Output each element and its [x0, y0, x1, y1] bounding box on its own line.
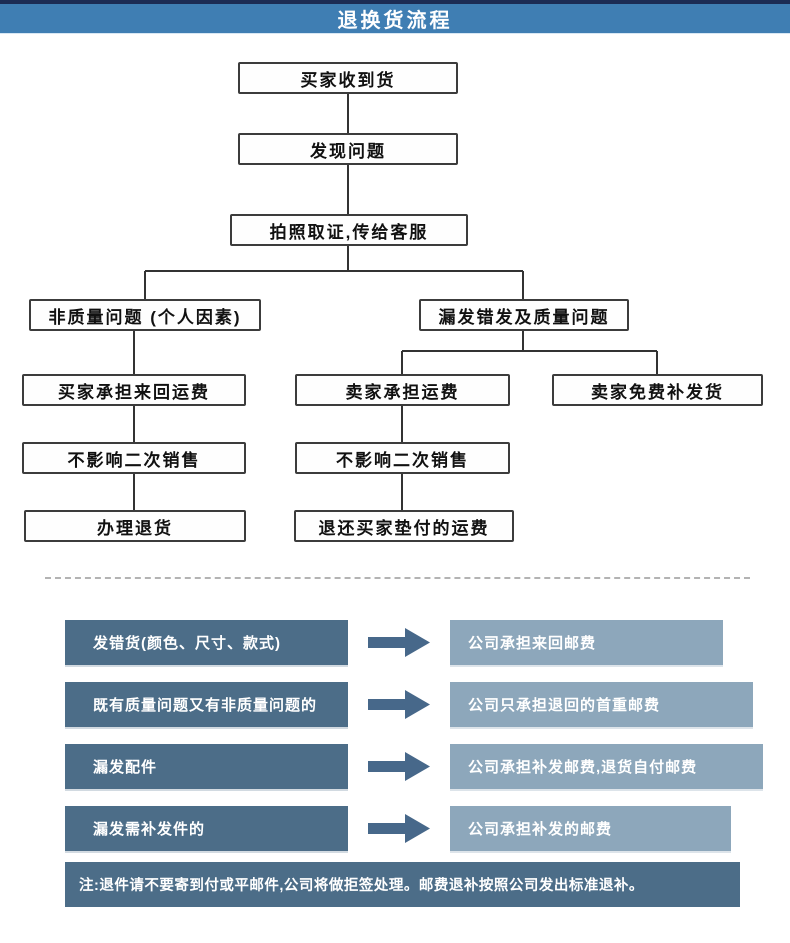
policy-condition: 既有质量问题又有非质量问题的: [65, 682, 348, 727]
flow-node-free-reshipment: 卖家免费补发货: [552, 374, 763, 406]
arrow-right-icon: [368, 628, 430, 657]
flow-node-no-resale-impact-right: 不影响二次销售: [295, 442, 510, 474]
flow-node-process-return: 办理退货: [24, 510, 246, 542]
page-title: 退换货流程: [337, 10, 453, 32]
arrow-right-icon: [368, 752, 430, 781]
page-header: 退换货流程: [0, 0, 790, 34]
policy-condition: 发错货(颜色、尺寸、款式): [65, 620, 348, 665]
flow-node-quality-issue: 漏发错发及质量问题: [419, 299, 629, 331]
dashed-divider: [45, 577, 750, 579]
flow-node-buyer-pays-shipping: 买家承担来回运费: [22, 374, 246, 406]
arrow-right-icon: [368, 690, 430, 719]
flow-node-buyer-receives: 买家收到货: [238, 62, 458, 94]
policy-outcome: 公司只承担退回的首重邮费: [450, 682, 753, 727]
policy-note: 注:退件请不要寄到付或平邮件,公司将做拒签处理。邮费退补按照公司发出标准退补。: [65, 862, 740, 907]
flow-node-refund-advanced-fee: 退还买家垫付的运费: [294, 510, 514, 542]
flow-node-photo-evidence: 拍照取证,传给客服: [230, 214, 468, 246]
policy-condition: 漏发配件: [65, 744, 348, 789]
policy-outcome: 公司承担来回邮费: [450, 620, 723, 665]
policy-condition: 漏发需补发件的: [65, 806, 348, 851]
flow-node-no-resale-impact-left: 不影响二次销售: [22, 442, 246, 474]
flow-node-non-quality-issue: 非质量问题 (个人因素): [29, 299, 261, 331]
policy-outcome: 公司承担补发邮费,退货自付邮费: [450, 744, 763, 789]
arrow-right-icon: [368, 814, 430, 843]
flow-node-seller-pays-shipping: 卖家承担运费: [295, 374, 510, 406]
policy-outcome: 公司承担补发的邮费: [450, 806, 731, 851]
flow-node-problem-found: 发现问题: [238, 133, 458, 165]
